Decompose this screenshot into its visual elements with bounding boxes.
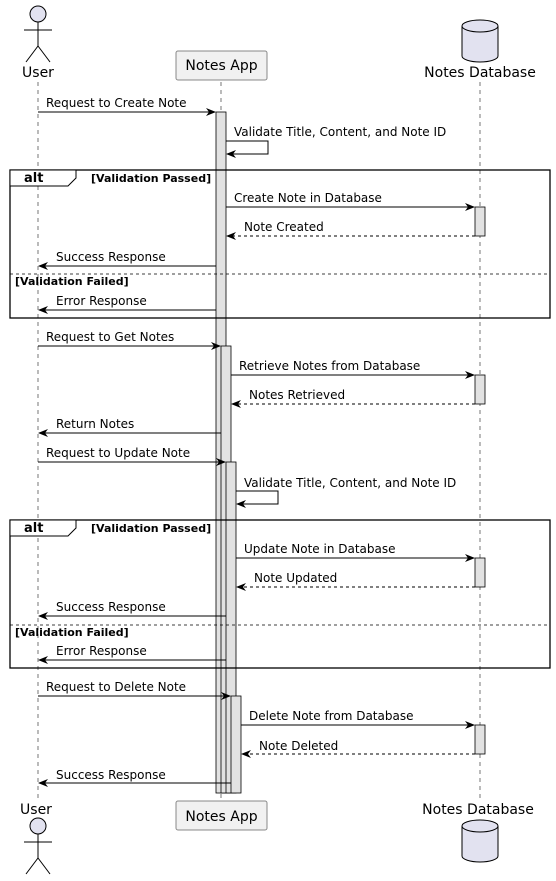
message-label: Retrieve Notes from Database <box>239 359 420 373</box>
database-icon <box>461 26 499 63</box>
message-label: Return Notes <box>56 417 134 431</box>
message-label: Request to Get Notes <box>46 330 174 344</box>
notes-database-label-top: Notes Database <box>424 65 536 81</box>
message-request-update: Request to Update Note <box>38 446 226 466</box>
message-success-2: Success Response <box>38 600 226 620</box>
message-validate-2: Validate Title, Content, and Note ID <box>236 476 456 508</box>
message-delete-from-db: Delete Note from Database <box>241 709 475 729</box>
message-update-in-db: Update Note in Database <box>236 542 475 562</box>
alt-keyword: alt <box>24 521 43 536</box>
message-label: Request to Delete Note <box>46 680 186 694</box>
message-label: Create Note in Database <box>234 191 382 205</box>
user-label-bottom: User <box>20 802 52 818</box>
message-error-1: Error Response <box>38 294 216 314</box>
actor-icon <box>29 5 47 23</box>
message-validate-1: Validate Title, Content, and Note ID <box>226 125 446 158</box>
message-success-1: Success Response <box>38 250 216 270</box>
notes-app-box-top: Notes App <box>175 50 268 81</box>
message-note-created: Note Created <box>226 220 475 240</box>
database-icon <box>461 826 499 863</box>
notes-app-label-top: Notes App <box>185 58 257 74</box>
message-label: Request to Create Note <box>46 96 187 110</box>
message-notes-retrieved: Notes Retrieved <box>231 388 475 408</box>
message-note-deleted: Note Deleted <box>241 739 475 758</box>
message-label: Note Updated <box>254 571 337 585</box>
app-activation-4 <box>230 695 242 794</box>
else-guard: [Validation Failed] <box>15 275 129 288</box>
message-retrieve-from-db: Retrieve Notes from Database <box>231 359 475 379</box>
message-label: Note Created <box>244 220 324 234</box>
notes-database-label-bottom: Notes Database <box>422 802 534 818</box>
notes-app-label-bottom: Notes App <box>185 809 257 825</box>
user-actor-top: User <box>22 5 54 81</box>
message-label: Success Response <box>56 768 166 782</box>
db-activation-3 <box>474 557 486 588</box>
message-request-get: Request to Get Notes <box>38 330 221 350</box>
notes-database-top: Notes Database <box>424 19 536 81</box>
message-label: Update Note in Database <box>244 542 396 556</box>
message-label: Request to Update Note <box>46 446 190 460</box>
message-return-notes: Return Notes <box>38 417 221 437</box>
notes-database-bottom: Notes Database <box>422 802 534 863</box>
user-label-top: User <box>22 65 54 81</box>
message-label: Validate Title, Content, and Note ID <box>234 125 446 139</box>
message-label: Note Deleted <box>259 739 338 753</box>
actor-icon <box>29 817 47 835</box>
message-label: Delete Note from Database <box>249 709 413 723</box>
message-label: Success Response <box>56 600 166 614</box>
db-activation-2 <box>474 374 486 405</box>
message-success-3: Success Response <box>38 768 231 787</box>
message-request-delete: Request to Delete Note <box>38 680 231 700</box>
message-label: Notes Retrieved <box>249 388 345 402</box>
message-label: Success Response <box>56 250 166 264</box>
notes-app-box-bottom: Notes App <box>175 800 268 831</box>
message-label: Error Response <box>56 294 147 308</box>
alt-keyword: alt <box>24 171 43 186</box>
alt-guard: [Validation Passed] <box>91 172 211 185</box>
message-label: Error Response <box>56 644 147 658</box>
alt-guard: [Validation Passed] <box>91 522 211 535</box>
else-guard: [Validation Failed] <box>15 626 129 639</box>
db-activation-4 <box>474 724 486 755</box>
db-activation-1 <box>474 206 486 237</box>
alt-fragment-1: alt [Validation Passed] [Validation Fail… <box>9 169 551 319</box>
message-create-in-db: Create Note in Database <box>226 191 475 211</box>
message-request-create: Request to Create Note <box>38 96 216 116</box>
message-error-2: Error Response <box>38 644 226 664</box>
message-note-updated: Note Updated <box>236 571 475 591</box>
alt-fragment-2: alt [Validation Passed] [Validation Fail… <box>9 519 551 669</box>
user-actor-bottom: User <box>20 802 52 875</box>
message-label: Validate Title, Content, and Note ID <box>244 476 456 490</box>
